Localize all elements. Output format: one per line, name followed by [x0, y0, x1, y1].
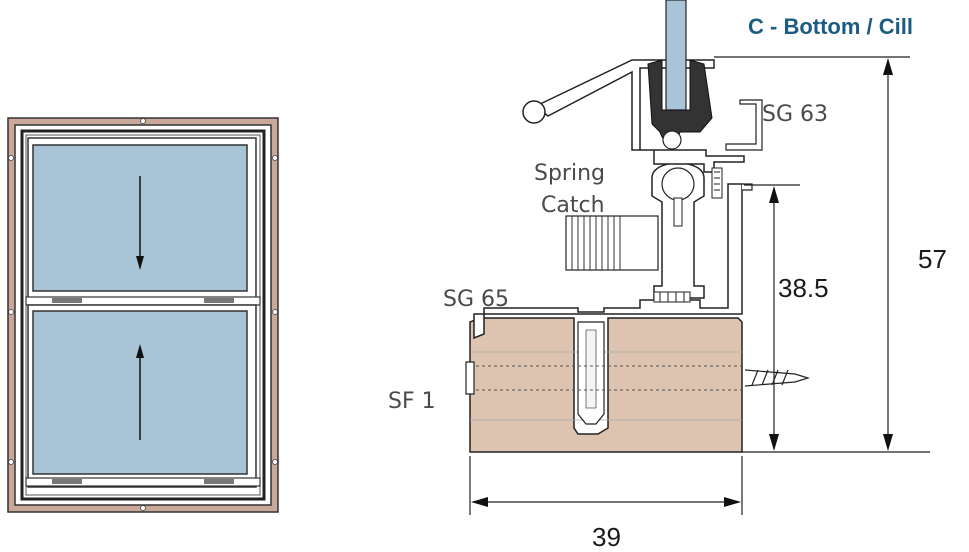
- dimension-height-total: 57: [918, 244, 947, 274]
- screw-icon: [465, 361, 811, 395]
- label-sg65: SG 65: [443, 287, 509, 312]
- dimension-lines: [469, 56, 930, 515]
- label-sg63: SG 63: [762, 102, 828, 127]
- label-catch: Catch: [541, 193, 605, 218]
- arrow-up-icon: [136, 344, 144, 440]
- cill-section: [465, 0, 811, 453]
- fixing-screws: [8, 118, 278, 511]
- dimension-width: 39: [592, 522, 621, 552]
- window-elevation: [7, 117, 279, 513]
- spring-catch: [565, 162, 705, 299]
- arrow-down-icon: [136, 176, 144, 270]
- bottom-rail: [25, 477, 261, 487]
- label-sf1: SF 1: [388, 389, 436, 414]
- main-frame: [20, 129, 266, 501]
- sash-handle-knob: [522, 100, 546, 124]
- dimension-height-partial: 38.5: [778, 273, 829, 303]
- timber-sub-cill: [469, 317, 743, 453]
- page-title: C - Bottom / Cill: [748, 14, 913, 39]
- glass-pane: [665, 0, 687, 111]
- weather-pile: [653, 167, 723, 303]
- label-spring: Spring: [534, 161, 605, 186]
- sg63-sash-profile: [534, 59, 745, 173]
- sg65-profile: [473, 183, 743, 340]
